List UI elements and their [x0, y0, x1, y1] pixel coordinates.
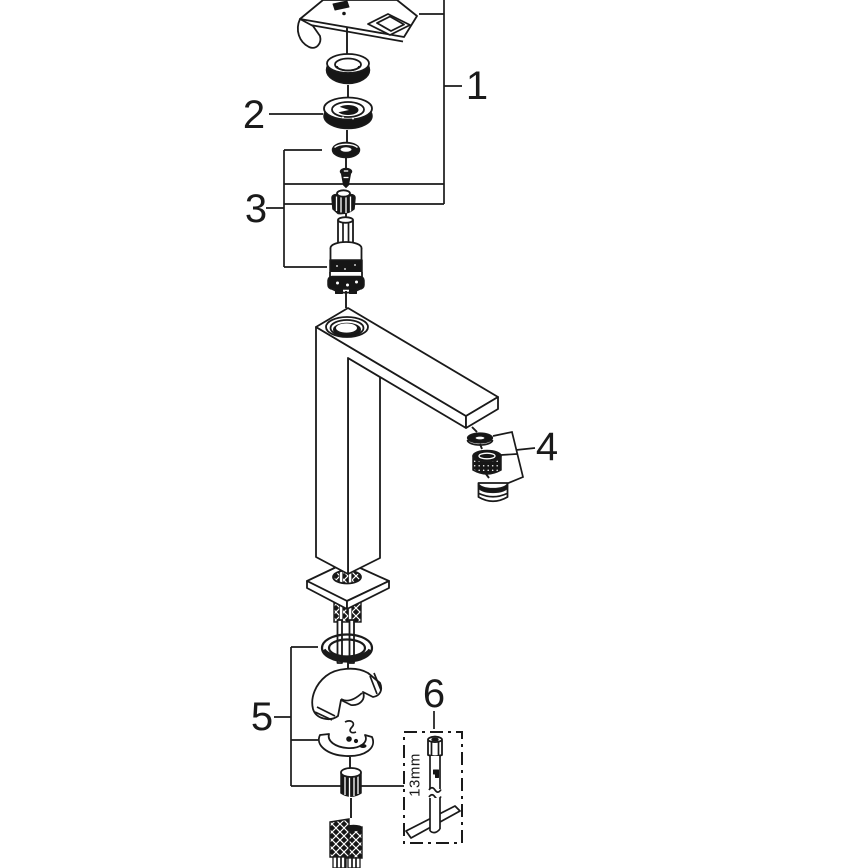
- handle-lever: [296, 0, 418, 49]
- horseshoe-washer: [318, 720, 374, 757]
- tool-size-label: 13mm: [407, 753, 424, 797]
- base-plate: [306, 561, 390, 610]
- tool-box-group: 13mm: [403, 731, 463, 844]
- aerator-set: [466, 432, 509, 503]
- faucet-body: [315, 307, 499, 575]
- mounting-nut: [340, 767, 362, 797]
- bracket-4-mid-tick: [500, 453, 518, 456]
- aerator-gasket: [466, 432, 494, 446]
- callout-label-6: 6: [423, 672, 445, 716]
- stop-ring: [331, 141, 361, 159]
- aerator-housing: [477, 482, 509, 503]
- handle-hole-inner: [376, 15, 405, 32]
- body-right-face: [347, 357, 381, 575]
- callout-labels: 1 2 3 4 5 6: [243, 64, 558, 739]
- bracket-4-label-tick: [515, 447, 536, 451]
- callout-lines: [266, 0, 536, 787]
- callout-label-5: 5: [251, 695, 273, 739]
- aerator-insert: [472, 449, 502, 475]
- callout-label-4: 4: [536, 425, 558, 469]
- supply-hoses: [329, 818, 363, 868]
- handle-screw: [339, 167, 353, 188]
- handle-grip: [296, 18, 322, 49]
- cartridge: [327, 216, 365, 294]
- handle-slot: [332, 0, 350, 11]
- socket-wrench-icon: [405, 735, 461, 839]
- cap-nut: [331, 189, 356, 215]
- bracket-4: [492, 430, 524, 485]
- wedge-spacer: [311, 667, 383, 721]
- body-top-hole: [325, 316, 369, 338]
- handle-base-ring: [325, 53, 371, 85]
- callout-label-2: 2: [243, 93, 265, 137]
- callout-label-3: 3: [245, 187, 267, 231]
- callout-label-1: 1: [466, 64, 488, 108]
- escutcheon-ring: [323, 96, 373, 130]
- o-ring: [320, 633, 374, 663]
- spout-tip-face: [465, 396, 499, 429]
